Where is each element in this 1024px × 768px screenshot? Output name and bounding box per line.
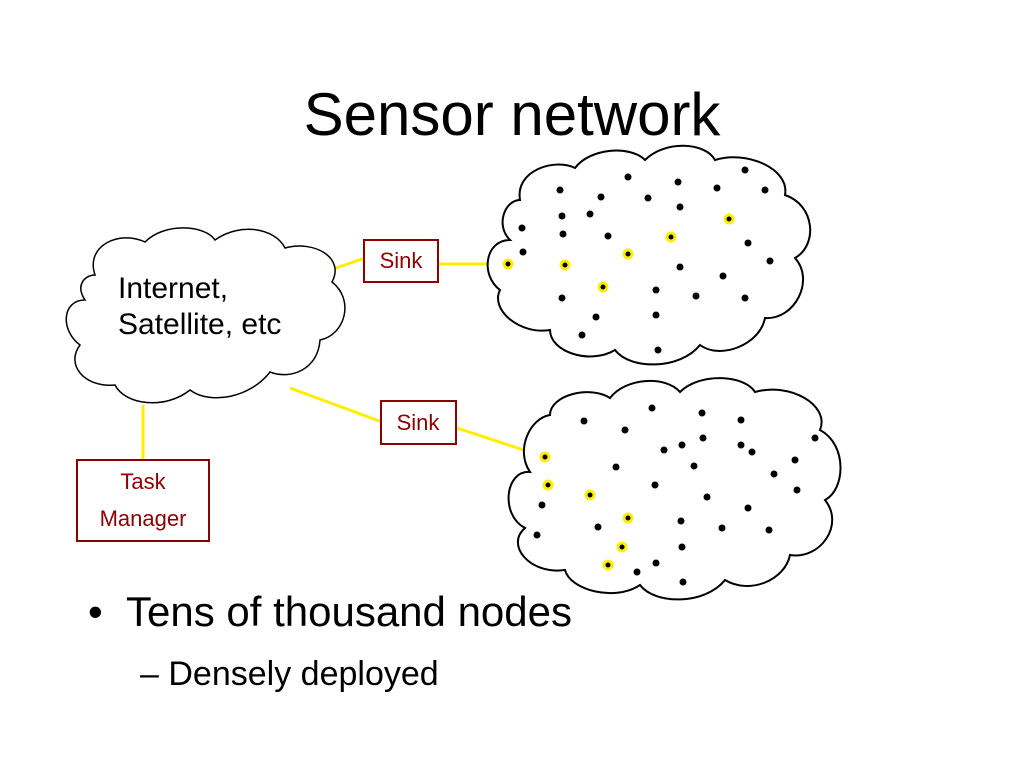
sensor-node	[765, 526, 773, 534]
sensor-node	[578, 331, 586, 339]
sensor-node	[519, 248, 527, 256]
link-internet-to-top-sink	[329, 256, 366, 272]
task-manager-label-line2: Manager	[100, 506, 187, 531]
sensor-node	[766, 257, 774, 265]
sensor-node	[558, 294, 566, 302]
sensor-node	[678, 543, 686, 551]
sink-top: Sink	[363, 239, 439, 283]
routing-node	[559, 259, 571, 271]
bullet-item: • Tens of thousand nodes	[88, 588, 572, 636]
sub-bullet-item: – Densely deployed	[140, 655, 439, 694]
sensor-node	[741, 166, 749, 174]
sensor-node	[678, 441, 686, 449]
sensor-node	[713, 184, 721, 192]
sensor-node	[654, 346, 662, 354]
sensor-node	[580, 417, 588, 425]
sensor-nodes-top	[502, 166, 774, 354]
routing-node	[597, 281, 609, 293]
internet-cloud	[65, 227, 346, 404]
sensor-node	[652, 311, 660, 319]
routing-node	[502, 258, 514, 270]
sensor-nodes-bottom	[533, 404, 819, 586]
sensor-node	[586, 210, 594, 218]
sensor-node	[538, 501, 546, 509]
sensor-node	[748, 448, 756, 456]
sensor-field-cloud-bottom	[507, 377, 842, 601]
sensor-node	[679, 578, 687, 586]
routing-node	[602, 559, 614, 571]
sensor-node	[652, 559, 660, 567]
sensor-node	[737, 416, 745, 424]
sub-bullet-text: Densely deployed	[168, 655, 439, 693]
bullet-text: Tens of thousand nodes	[126, 588, 573, 635]
routing-node	[622, 512, 634, 524]
sensor-node	[594, 523, 602, 531]
internet-cloud-label-line2: Satellite, etc	[118, 308, 281, 341]
sensor-node	[699, 434, 707, 442]
sensor-node	[621, 426, 629, 434]
routing-node	[542, 479, 554, 491]
routing-node	[622, 248, 634, 260]
routing-node	[723, 213, 735, 225]
routing-node	[584, 489, 596, 501]
sensor-node	[744, 504, 752, 512]
sensor-node	[698, 409, 706, 417]
sensor-node	[737, 441, 745, 449]
sensor-node	[811, 434, 819, 442]
slide-title: Sensor network	[303, 81, 721, 148]
sensor-node	[644, 194, 652, 202]
sink-bottom-label: Sink	[397, 410, 441, 435]
routing-node	[616, 541, 628, 553]
sensor-node	[791, 456, 799, 464]
sensor-node	[648, 404, 656, 412]
sensor-node	[761, 186, 769, 194]
sensor-node	[558, 212, 566, 220]
sensor-node	[692, 292, 700, 300]
task-manager-label-line1: Task	[120, 469, 166, 494]
sensor-node	[718, 524, 726, 532]
sensor-node	[719, 272, 727, 280]
sensor-node	[556, 186, 564, 194]
sensor-node	[744, 239, 752, 247]
sensor-node	[533, 531, 541, 539]
sensor-node	[612, 463, 620, 471]
sensor-node	[660, 446, 668, 454]
sensor-node	[559, 230, 567, 238]
internet-cloud-label-line1: Internet,	[118, 272, 228, 305]
sensor-node	[703, 493, 711, 501]
sensor-node	[633, 568, 641, 576]
sensor-node	[770, 470, 778, 478]
sensor-node	[604, 232, 612, 240]
sensor-node	[651, 481, 659, 489]
routing-node	[539, 451, 551, 463]
sensor-node	[592, 313, 600, 321]
sensor-node	[597, 193, 605, 201]
sink-bottom: Sink	[380, 400, 457, 445]
sensor-node	[677, 517, 685, 525]
sink-top-label: Sink	[380, 248, 424, 273]
sensor-node	[741, 294, 749, 302]
link-internet-to-bottom-sink	[289, 386, 383, 424]
sensor-node	[676, 203, 684, 211]
sensor-field-cloud-top	[486, 144, 812, 366]
bullet-marker: •	[88, 588, 103, 635]
sensor-node	[518, 224, 526, 232]
sensor-node	[624, 173, 632, 181]
routing-node	[665, 231, 677, 243]
sensor-node	[674, 178, 682, 186]
sensor-node	[652, 286, 660, 294]
sensor-node	[793, 486, 801, 494]
sensor-node	[676, 263, 684, 271]
task-manager-box: Task Manager	[76, 459, 210, 542]
sub-bullet-marker: –	[140, 655, 159, 693]
sensor-node	[690, 462, 698, 470]
